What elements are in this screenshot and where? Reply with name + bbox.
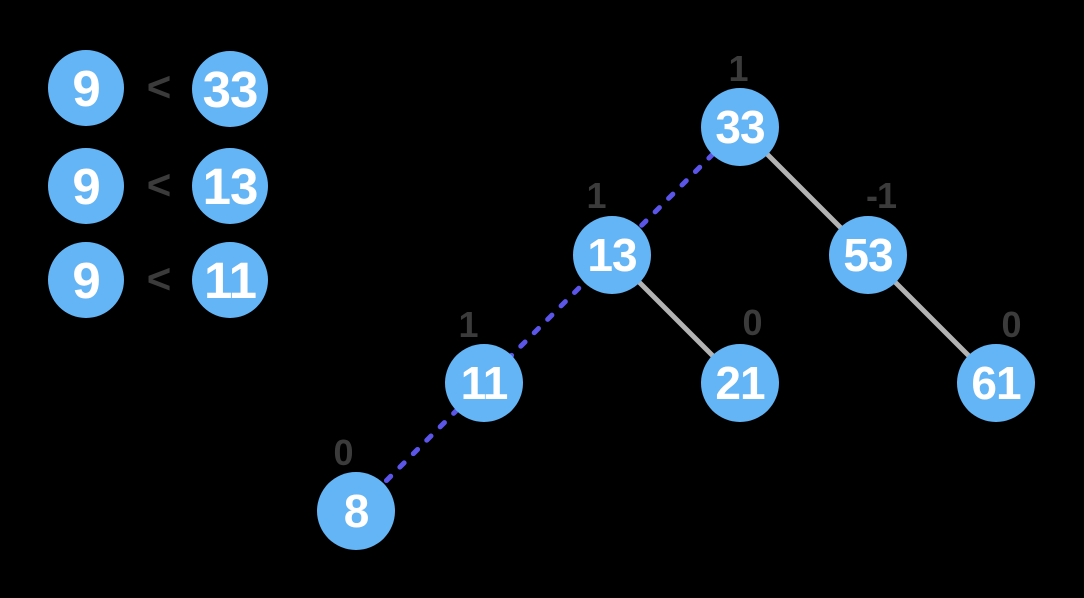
less-than-icon: < bbox=[146, 255, 172, 302]
node-value: 9 bbox=[72, 251, 100, 309]
less-than-icon: < bbox=[146, 63, 172, 110]
tree-node-21: 21 bbox=[701, 344, 779, 422]
node-value: 61 bbox=[971, 357, 1021, 409]
comparison-3-right-node: 11 bbox=[192, 242, 268, 318]
comparison-1-left-node: 9 bbox=[48, 50, 124, 126]
comparison-3-left-node: 9 bbox=[48, 242, 124, 318]
node-value: 13 bbox=[202, 157, 259, 215]
node-value: 53 bbox=[843, 229, 893, 281]
node-value: 9 bbox=[72, 59, 100, 117]
node-value: 13 bbox=[587, 229, 637, 281]
balance-factor-13: 1 bbox=[586, 175, 606, 216]
tree-node-11: 11 bbox=[445, 344, 523, 422]
node-value: 11 bbox=[204, 251, 257, 309]
tree-node-61: 61 bbox=[957, 344, 1035, 422]
balance-factor-11: 1 bbox=[458, 304, 478, 345]
node-value: 11 bbox=[460, 357, 509, 409]
insertion-path-dashed-line bbox=[353, 124, 743, 514]
tree-node-13: 13 bbox=[573, 216, 651, 294]
tree-node-8: 8 bbox=[317, 472, 395, 550]
node-value: 21 bbox=[715, 357, 765, 409]
balance-factor-8: 0 bbox=[333, 432, 353, 473]
balance-factor-61: 0 bbox=[1001, 304, 1021, 345]
node-value: 9 bbox=[72, 157, 100, 215]
node-value: 8 bbox=[343, 485, 370, 537]
balance-factor-53: -1 bbox=[865, 175, 897, 216]
tree-node-33: 33 bbox=[701, 88, 779, 166]
tree-node-53: 53 bbox=[829, 216, 907, 294]
comparison-2-left-node: 9 bbox=[48, 148, 124, 224]
comparison-2-right-node: 13 bbox=[192, 148, 268, 224]
node-value: 33 bbox=[202, 60, 259, 118]
node-value: 33 bbox=[715, 101, 765, 153]
balance-factor-21: 0 bbox=[742, 302, 762, 343]
balance-factor-33: 1 bbox=[728, 48, 748, 89]
less-than-icon: < bbox=[146, 161, 172, 208]
comparison-1-right-node: 33 bbox=[192, 51, 268, 127]
